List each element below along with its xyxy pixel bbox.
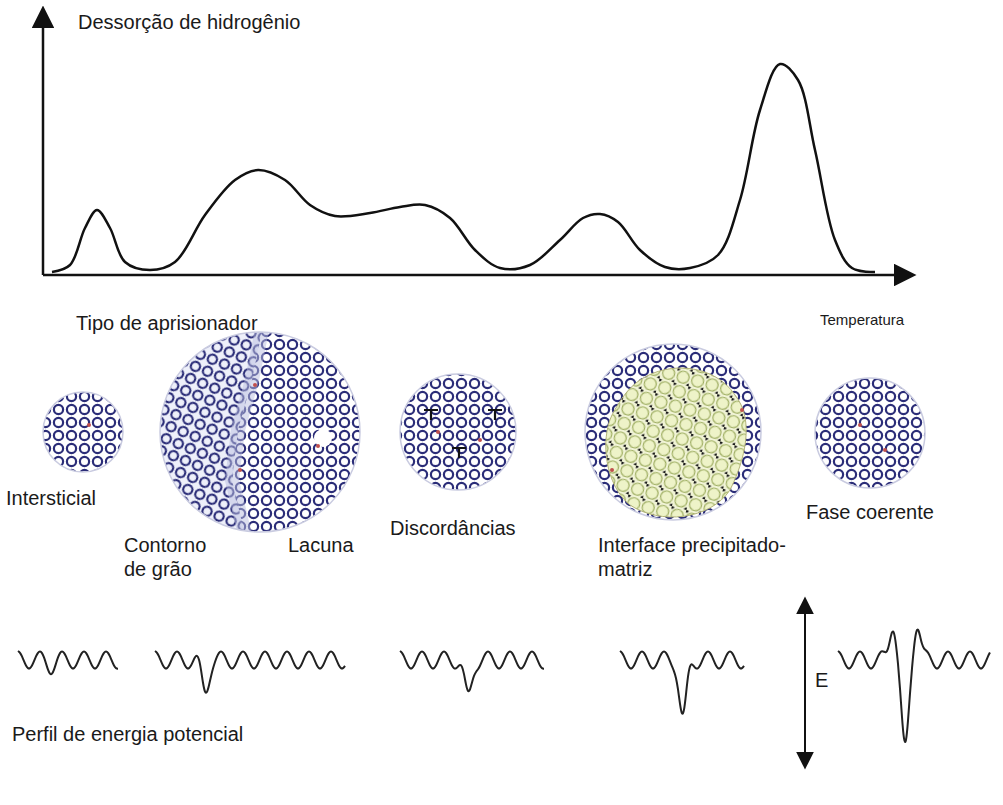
- desorption-curve: [52, 64, 875, 272]
- trap-label: Lacuna: [288, 533, 354, 557]
- section-heading: Perfil de energia potencial: [12, 722, 243, 746]
- trap-label: Intersticial: [6, 486, 96, 510]
- energy-profile: [838, 630, 990, 742]
- axis-symbol: E: [815, 668, 828, 692]
- axis-title: Temperatura: [820, 311, 904, 329]
- axis-title: Dessorção de hidrogênio: [78, 10, 300, 34]
- trap-label: Fase coerente: [806, 500, 934, 524]
- energy-profile: [18, 651, 118, 674]
- energy-profile: [400, 651, 544, 691]
- energy-profile: [620, 651, 744, 714]
- trap-label: Contorno de grão: [124, 533, 224, 581]
- energy-profile: [155, 651, 345, 693]
- trap-label: Discordâncias: [390, 516, 516, 540]
- trap-label: Interface precipitado-matriz: [598, 533, 798, 581]
- section-heading: Tipo de aprisionador: [76, 311, 258, 335]
